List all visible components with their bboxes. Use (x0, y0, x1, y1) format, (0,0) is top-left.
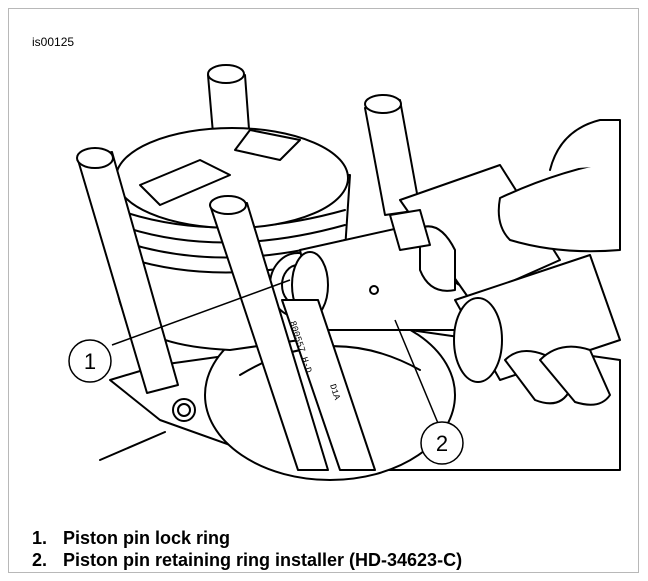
legend-item: 1. Piston pin lock ring (32, 527, 462, 549)
legend-number: 2. (32, 550, 48, 570)
callout-1-number: 1 (84, 349, 96, 374)
callout-1: 1 (68, 339, 112, 383)
upper-hand (497, 159, 621, 253)
legend-item: 2. Piston pin retaining ring installer (… (32, 549, 462, 571)
figure-id: is00125 (32, 35, 75, 49)
installer-handle (281, 299, 376, 471)
callout-2: 2 (420, 421, 464, 465)
legend: 1. Piston pin lock ring 2. Piston pin re… (32, 527, 462, 571)
legend-text: Piston pin lock ring (63, 528, 231, 548)
legend-text: Piston pin retaining ring installer (HD-… (63, 550, 463, 570)
svg-text:D1A: D1A (327, 383, 342, 402)
callout-2-number: 2 (436, 431, 448, 456)
legend-number: 1. (32, 528, 48, 548)
